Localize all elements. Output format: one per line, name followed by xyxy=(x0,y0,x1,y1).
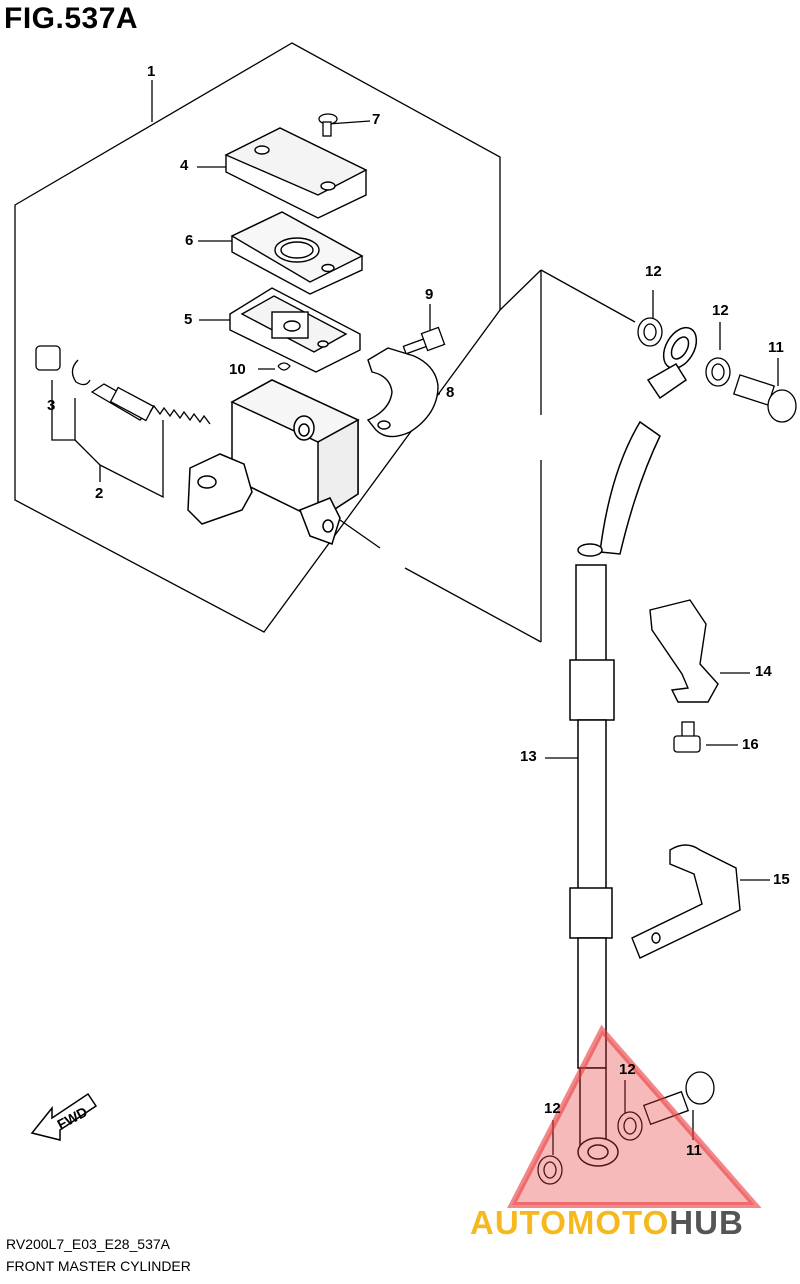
crush-washers xyxy=(537,317,731,1185)
master-cylinder-body xyxy=(187,379,360,545)
watermark-part1: AUTOMOTO xyxy=(470,1204,670,1241)
callout-7: 7 xyxy=(372,111,381,128)
callout-15: 15 xyxy=(773,871,790,888)
watermark-triangle xyxy=(507,1024,762,1208)
clamp-bolt-16 xyxy=(673,721,701,753)
callout-3: 3 xyxy=(47,397,56,414)
watermark-part2: HUB xyxy=(669,1204,744,1241)
callout-6: 6 xyxy=(185,232,194,249)
hose-clamp xyxy=(649,599,719,703)
callout-14: 14 xyxy=(755,663,772,680)
cap-screw xyxy=(318,113,338,137)
reservoir-cap xyxy=(224,127,368,219)
diaphragm xyxy=(230,211,364,295)
callout-2: 2 xyxy=(95,485,104,502)
callout-12-top-left: 12 xyxy=(645,263,662,280)
figure-title: FIG.537A xyxy=(4,2,139,35)
callout-11-bottom: 11 xyxy=(686,1142,702,1159)
callout-12-bottom-left: 12 xyxy=(544,1100,561,1117)
diagram-code: RV200L7_E03_E28_537A xyxy=(6,1236,171,1252)
callout-12-top-right: 12 xyxy=(712,302,729,319)
callout-4: 4 xyxy=(180,157,189,174)
callout-1: 1 xyxy=(147,63,156,80)
banjo-bolts xyxy=(642,374,797,1126)
callout-12-bottom-right: 12 xyxy=(619,1061,636,1078)
callout-10: 10 xyxy=(229,361,246,378)
retaining-clip xyxy=(277,362,291,371)
brake-hose xyxy=(569,326,698,1167)
callout-13: 13 xyxy=(520,748,537,765)
callout-9: 9 xyxy=(425,286,434,303)
diagram-caption: FRONT MASTER CYLINDER xyxy=(6,1258,191,1274)
callout-11-top: 11 xyxy=(768,339,784,356)
hose-bracket xyxy=(631,844,741,959)
clamp-bolt xyxy=(402,326,446,355)
callout-8: 8 xyxy=(446,384,455,401)
diaphragm-plate xyxy=(229,287,361,373)
callout-16: 16 xyxy=(742,736,759,753)
fwd-arrow xyxy=(30,1092,98,1141)
handlebar-clamp xyxy=(366,347,439,438)
piston-assembly xyxy=(35,345,211,425)
callout-5: 5 xyxy=(184,311,193,328)
watermark-logo: AUTOMOTOHUB xyxy=(470,1204,744,1242)
